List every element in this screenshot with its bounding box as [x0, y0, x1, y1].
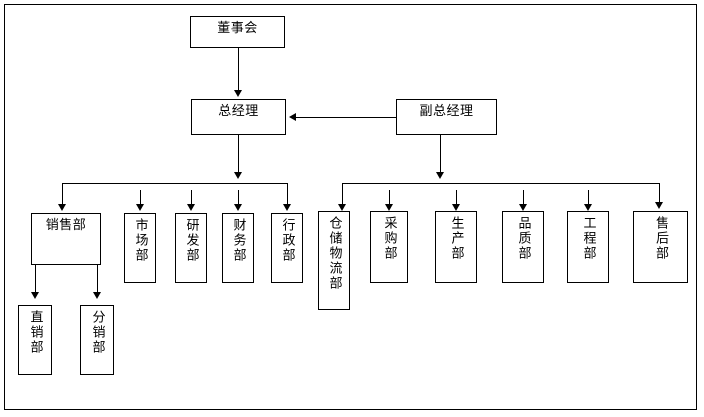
node-rnd-label: 研发部 — [183, 218, 199, 263]
drop-quality-line — [523, 190, 524, 206]
node-sales-label: 销售部 — [45, 218, 87, 233]
edge-gm-to-left-bus-arrow — [234, 172, 242, 179]
node-admin-label: 行政部 — [279, 218, 295, 263]
edge-board-to-gm-line — [238, 48, 239, 92]
drop-finance-arrow — [234, 204, 242, 211]
node-quality-label: 品质部 — [515, 216, 531, 261]
node-rnd[interactable]: 研发部 — [175, 213, 207, 283]
node-finance-label: 财务部 — [230, 218, 246, 263]
node-admin[interactable]: 行政部 — [271, 213, 303, 283]
drop-engineering-line — [588, 190, 589, 206]
node-market[interactable]: 市场部 — [124, 213, 156, 283]
edge-vicegm-to-right-bus-arrow — [436, 172, 444, 179]
drop-production-arrow — [452, 204, 460, 211]
drop-admin-line — [287, 183, 288, 206]
edge-vicegm-to-right-bus-line — [440, 135, 441, 175]
drop-warehouse-line — [342, 183, 343, 206]
drop-aftersales-arrow — [655, 202, 663, 209]
node-distribution-label: 分销部 — [89, 310, 105, 355]
node-vice-gm[interactable]: 副总经理 — [396, 99, 497, 135]
node-warehouse-label: 仓储物流部 — [326, 216, 342, 291]
drop-purchase-arrow — [385, 204, 393, 211]
drop-rnd-arrow — [187, 204, 195, 211]
drop-market-line — [140, 190, 141, 206]
drop-finance-line — [238, 190, 239, 206]
drop-purchase-line — [389, 190, 390, 206]
drop-production-line — [456, 190, 457, 206]
node-gm-label: 总经理 — [218, 104, 259, 119]
drop-distribution-arrow — [93, 292, 101, 299]
node-board[interactable]: 董事会 — [190, 16, 285, 48]
drop-sales-arrow — [58, 204, 66, 211]
drop-market-arrow — [136, 204, 144, 211]
node-engineering-label: 工程部 — [580, 216, 596, 261]
drop-warehouse-arrow — [338, 204, 346, 211]
drop-aftersales-line — [659, 183, 660, 204]
node-sales[interactable]: 销售部 — [31, 213, 101, 265]
drop-distribution-line — [97, 265, 98, 294]
drop-engineering-arrow — [584, 204, 592, 211]
node-direct-sales[interactable]: 直销部 — [18, 305, 52, 375]
node-purchase[interactable]: 采购部 — [370, 211, 408, 283]
node-gm[interactable]: 总经理 — [191, 99, 286, 135]
node-direct-sales-label: 直销部 — [27, 310, 43, 355]
node-aftersales[interactable]: 售后部 — [633, 211, 688, 283]
node-distribution[interactable]: 分销部 — [80, 305, 114, 375]
node-engineering[interactable]: 工程部 — [567, 211, 609, 283]
edge-gm-to-left-bus-line — [238, 135, 239, 175]
drop-quality-arrow — [519, 204, 527, 211]
node-production[interactable]: 生产部 — [435, 211, 477, 283]
node-board-label: 董事会 — [217, 21, 258, 36]
drop-rnd-line — [191, 190, 192, 206]
node-vice-gm-label: 副总经理 — [419, 104, 474, 119]
right-bus-bar — [342, 183, 659, 184]
node-finance[interactable]: 财务部 — [222, 213, 254, 283]
drop-sales-line — [62, 183, 63, 206]
edge-vicegm-to-gm-arrow — [289, 113, 296, 121]
edge-vicegm-to-gm-line — [296, 117, 396, 118]
drop-admin-arrow — [283, 204, 291, 211]
diagram-frame — [4, 4, 697, 410]
left-bus-bar — [62, 183, 288, 184]
node-warehouse[interactable]: 仓储物流部 — [318, 211, 350, 310]
drop-direct-sales-arrow — [31, 292, 39, 299]
node-aftersales-label: 售后部 — [653, 216, 668, 261]
node-production-label: 生产部 — [448, 216, 464, 261]
node-purchase-label: 采购部 — [381, 216, 397, 261]
node-market-label: 市场部 — [132, 218, 148, 263]
drop-direct-sales-line — [35, 265, 36, 294]
node-quality[interactable]: 品质部 — [502, 211, 544, 283]
edge-board-to-gm-arrow — [234, 90, 242, 97]
